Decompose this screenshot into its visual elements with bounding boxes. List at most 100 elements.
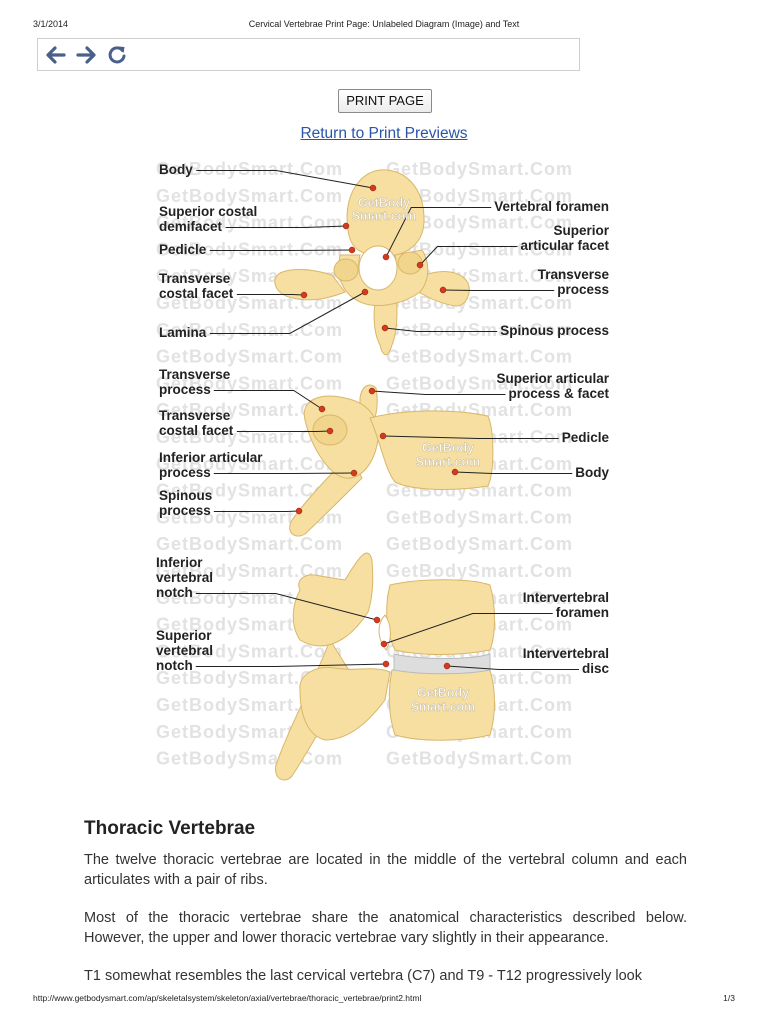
watermark-text: GetBodySmart.Com [156,481,343,501]
label-lamina: Lamina [159,325,207,340]
label-text: vertebral [156,570,213,585]
marker-dot [369,184,377,192]
leader-line [196,170,374,189]
label-text: demifacet [159,219,223,234]
watermark-text: GetBodySmart.Com [156,641,343,661]
watermark-text: GetBodySmart.Com [386,159,573,179]
watermark-text: GetBodySmart.Com [386,239,573,259]
marker-dot [342,222,350,230]
label-text: Intervertebral [523,590,609,605]
leader-line [213,472,355,474]
diagram-logo-line-2: Smart.com [352,209,417,223]
article-content: Thoracic Vertebrae The twelve thoracic v… [84,818,687,1004]
label-text: Transverse [159,408,231,423]
page-number: 1/3 [723,993,735,1003]
watermark-text: GetBodySmart.Com [386,213,573,233]
label-text: foramen [556,605,609,620]
leader-line [385,207,492,258]
watermark-text: GetBodySmart.Com [156,561,343,581]
watermark-text: GetBodySmart.Com [386,534,573,554]
label-text: Inferior [156,555,203,570]
print-page-button[interactable]: PRINT PAGE [338,89,432,113]
watermark-text: GetBodySmart.Com [156,454,343,474]
watermark-text: GetBodySmart.Com [156,695,343,715]
return-to-print-previews-link[interactable]: Return to Print Previews [300,125,468,142]
label-text: vertebral [156,643,213,658]
marker-dot [443,662,451,670]
watermark-text: GetBodySmart.Com [386,320,573,340]
diagram-logo-line-1: GetBody [358,196,410,210]
print-title: Cervical Vertebrae Print Page: Unlabeled… [248,19,520,29]
leader-line [454,471,573,474]
leader-line [209,249,353,251]
paragraph: T1 somewhat resembles the last cervical … [84,968,642,984]
watermark-text: GetBodySmart.Com [386,561,573,581]
marker-dot [381,324,389,332]
label-body: Body [159,162,193,177]
leader-line [236,430,331,432]
label-text: Superior [553,223,609,238]
label-text: Body [159,162,193,177]
label-text: process [159,465,211,480]
label-text: notch [156,658,193,673]
label-text: Inferior articular [159,450,263,465]
marker-dot [295,507,303,515]
label-text: Pedicle [159,242,207,257]
stacked-view-vertebrae [275,552,495,781]
label-text: Superior costal [159,204,257,219]
label-text: Superior [156,628,212,643]
marker-dot [368,387,376,395]
label-text: Superior articular [496,371,609,386]
watermark-text: GetBodySmart.Com [386,507,573,527]
label-text: Lamina [159,325,207,340]
label-text: process [557,282,609,297]
watermark-text: GetBodySmart.Com [156,186,343,206]
watermark-text: GetBodySmart.Com [386,373,573,393]
label-text: Body [575,465,609,480]
marker-dot [350,469,358,477]
label-text: process [159,503,211,518]
paragraph: The twelve thoracic vertebrae are locate… [84,852,687,888]
marker-dot [380,640,388,648]
label-text: notch [156,585,193,600]
diagram-logo-line-1: GetBody [417,686,469,700]
label-text: Pedicle [562,430,610,445]
leader-line [419,246,518,266]
label-body: Body [575,465,609,480]
forward-arrow-icon[interactable] [73,43,99,67]
label-text: disc [582,661,610,676]
watermark-text: GetBodySmart.Com [156,400,343,420]
paragraph: Most of the thoracic vertebrae share the… [84,910,687,946]
navigation-bar [37,38,580,71]
label-text: Transverse [538,267,610,282]
marker-dot [348,246,356,254]
marker-dot [326,427,334,435]
marker-dot [451,468,459,476]
diagram-logo-line-2: Smart.com [411,700,476,714]
label-text: Spinous process [500,323,609,338]
label-text: process & facet [508,386,609,401]
leader-line [382,435,559,439]
label-vertebral-foramen: Vertebral foramen [494,199,609,214]
marker-dot [373,616,381,624]
leader-line [213,390,323,410]
watermark-text: GetBodySmart.Com [156,320,343,340]
back-arrow-icon[interactable] [43,43,69,67]
watermark-text: GetBodySmart.Com [156,749,343,769]
label-text: Transverse [159,271,231,286]
reload-icon[interactable] [104,43,130,67]
watermark-text: GetBodySmart.Com [156,347,343,367]
leader-line [384,327,498,332]
leader-line [225,225,347,228]
label-text: articular facet [520,238,609,253]
marker-dot [379,432,387,440]
watermark-text: GetBodySmart.Com [156,534,343,554]
leader-line [446,665,579,670]
